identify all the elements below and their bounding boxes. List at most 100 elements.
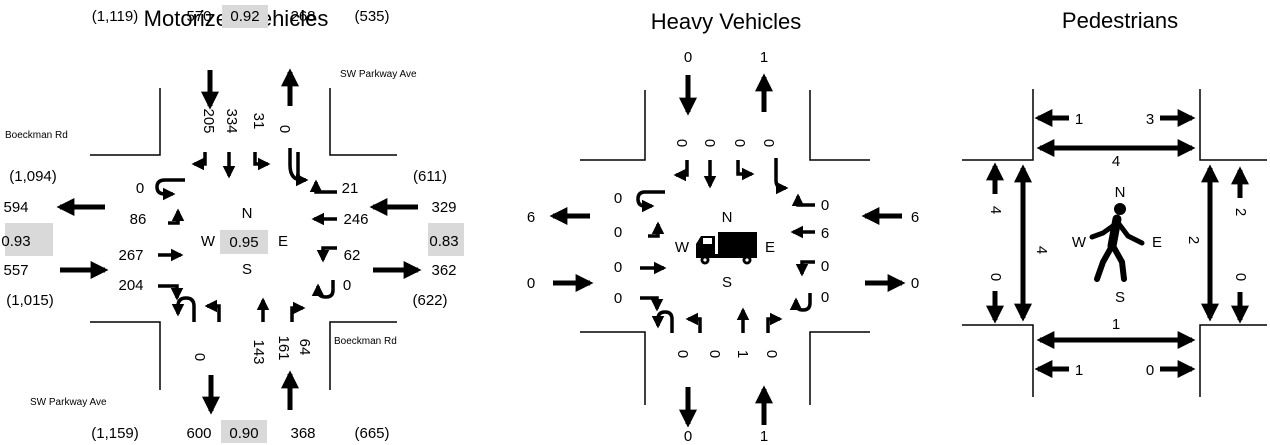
movement-volume: 204 [118, 277, 143, 294]
crossing-volume: 0 [1232, 273, 1249, 281]
movement-volume: 334 [223, 108, 240, 133]
movement-volume: 0 [673, 139, 690, 147]
curb-lines [580, 90, 870, 405]
panel-title: Pedestrians [1062, 8, 1178, 33]
approach-volume: 368 [290, 425, 315, 442]
crossing-volume: 1 [1075, 362, 1083, 379]
departure-volume: 594 [3, 199, 28, 216]
movement-volume: 0 [614, 259, 622, 276]
crossing-volume: 3 [1146, 111, 1154, 128]
turn-arrows [155, 148, 337, 322]
movement-volume: 267 [118, 247, 143, 264]
phf-box [222, 5, 268, 28]
crossing-total: 4 [1112, 153, 1120, 170]
movement-volume: 0 [763, 350, 780, 358]
phf-box [5, 223, 53, 256]
departure-volume: 268 [290, 8, 315, 25]
phf-value: 0.90 [229, 425, 258, 442]
movement-volume: 62 [344, 247, 361, 264]
crossing-total: 4 [1033, 246, 1050, 254]
approach-volume: 570 [186, 8, 211, 25]
movement-volume: 0 [276, 125, 293, 133]
pedestrians-panel: Pedestrians 1 3 4 1 1 0 4 0 4 2 2 [962, 8, 1267, 397]
movement-volume: 0 [821, 289, 829, 306]
total-volume: (1,119) [92, 8, 138, 25]
approach-volume: 0 [527, 275, 535, 292]
crossing-volume: 0 [1146, 362, 1154, 379]
total-volume: (1,015) [6, 292, 54, 309]
movement-volume: 86 [130, 211, 147, 228]
street-name: Boeckman Rd [5, 130, 68, 141]
phf-box [220, 230, 268, 254]
compass-north: N [242, 205, 253, 222]
movement-volume: 0 [614, 290, 622, 307]
phf-value: 0.83 [429, 233, 458, 250]
heavy-vehicles-panel: Heavy Vehicles 0 1 0 1 6 0 6 0 0 0 0 0 0… [527, 9, 919, 445]
movement-volume: 0 [821, 197, 829, 214]
approach-volume: 557 [3, 262, 28, 279]
total-volume: (611) [413, 168, 447, 185]
movement-volume: 0 [191, 353, 208, 361]
departure-volume: 362 [431, 262, 456, 279]
turn-arrows [636, 158, 815, 333]
movement-volume: 31 [250, 113, 267, 130]
movement-volume: 0 [731, 139, 748, 147]
movement-volume: 0 [136, 180, 144, 197]
crossing-total: 1 [1112, 316, 1120, 333]
phf-value: 0.95 [229, 234, 258, 251]
compass-south: S [722, 274, 732, 291]
movement-volume: 6 [821, 225, 829, 242]
total-volume: (622) [412, 292, 447, 309]
compass-south: S [1115, 289, 1125, 306]
total-volume: (665) [354, 425, 389, 442]
compass-north: N [1115, 184, 1126, 201]
crossing-volume: 4 [987, 206, 1004, 214]
movement-volume: 0 [821, 258, 829, 275]
phf-box [428, 223, 464, 256]
truck-icon [696, 232, 757, 265]
movement-volume: 143 [250, 339, 267, 364]
crossing-volume: 1 [1075, 111, 1083, 128]
departure-volume: 0 [684, 428, 692, 445]
movement-volume: 21 [342, 180, 359, 197]
movement-volume: 0 [701, 139, 718, 147]
compass-west: W [675, 239, 690, 256]
total-volume: (535) [354, 8, 389, 25]
approach-volume: 6 [911, 209, 919, 226]
movement-volume: 0 [706, 350, 723, 358]
panel-title: Heavy Vehicles [651, 9, 801, 34]
compass-east: E [278, 233, 288, 250]
movement-volume: 246 [343, 211, 368, 228]
movement-volume: 64 [296, 339, 313, 356]
departure-volume: 0 [911, 275, 919, 292]
crossing-total: 2 [1185, 236, 1202, 244]
street-name: SW Parkway Ave [30, 397, 107, 408]
compass-west: W [1072, 234, 1087, 251]
approach-volume: 0 [684, 49, 692, 66]
curb-lines [90, 88, 397, 390]
movement-volume: 0 [760, 139, 777, 147]
movement-volume: 205 [200, 108, 217, 133]
total-volume: (1,094) [9, 168, 57, 185]
approach-volume: 329 [431, 199, 456, 216]
movement-volume: 0 [343, 277, 351, 294]
crossing-volume: 2 [1232, 208, 1249, 216]
movement-volume: 1 [734, 350, 751, 358]
compass-west: W [201, 233, 216, 250]
approach-volume: 1 [760, 428, 768, 445]
movement-volume: 0 [674, 350, 691, 358]
phf-value: 0.92 [230, 8, 259, 25]
compass-north: N [722, 209, 733, 226]
movement-volume: 161 [275, 335, 292, 360]
compass-east: E [1152, 234, 1162, 251]
motorized-panel: Motorized Vehicles Boeckman Rd SW Parkwa… [1, 5, 464, 443]
compass-east: E [765, 239, 775, 256]
street-name: Boeckman Rd [334, 336, 397, 347]
phf-value: 0.93 [1, 233, 30, 250]
pedestrian-icon [1089, 203, 1145, 282]
movement-volume: 0 [614, 190, 622, 207]
total-volume: (1,159) [91, 425, 139, 442]
street-name: SW Parkway Ave [340, 69, 417, 80]
movement-volume: 0 [614, 224, 622, 241]
